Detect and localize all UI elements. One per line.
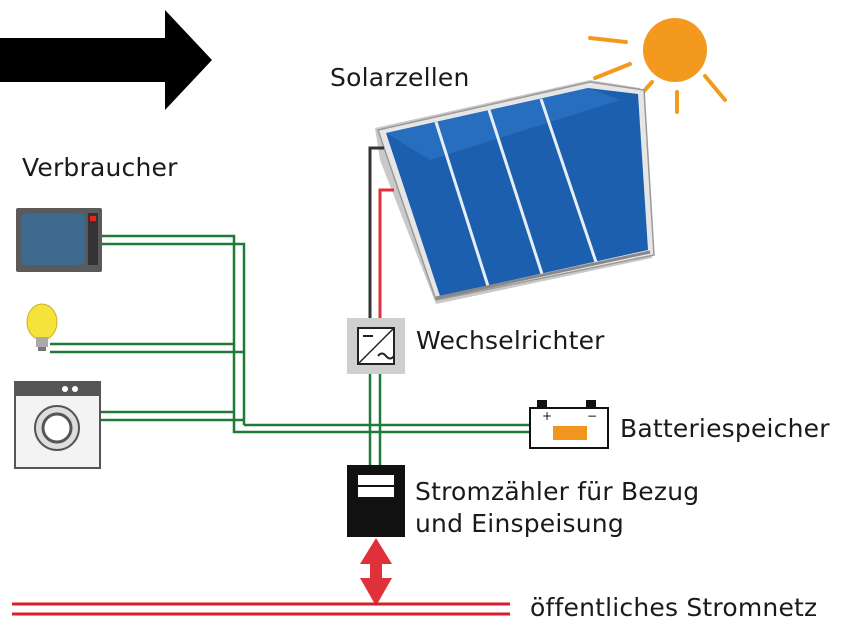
meter-label-line1: Stromzähler für Bezug — [415, 477, 700, 506]
meter-label-line2: und Einspeisung — [415, 509, 624, 538]
grid-lines — [12, 602, 510, 616]
battery-label: Batteriespeicher — [620, 414, 830, 443]
tv-icon — [16, 208, 102, 272]
svg-text:+: + — [542, 409, 552, 423]
solar-panel-icon — [375, 80, 655, 304]
battery-icon: + − — [529, 400, 609, 449]
washing-machine-icon — [14, 381, 101, 469]
arrow-icon — [0, 10, 212, 110]
meter-icon — [347, 465, 405, 537]
consumers-label: Verbraucher — [22, 153, 178, 182]
lightbulb-icon — [26, 303, 58, 351]
bidirectional-arrow-icon — [360, 538, 392, 606]
grid-label: öffentliches Stromnetz — [530, 593, 818, 622]
inverter-icon — [347, 318, 405, 374]
svg-text:−: − — [587, 409, 597, 423]
inverter-label: Wechselrichter — [416, 326, 605, 355]
solar-label: Solarzellen — [330, 63, 470, 92]
